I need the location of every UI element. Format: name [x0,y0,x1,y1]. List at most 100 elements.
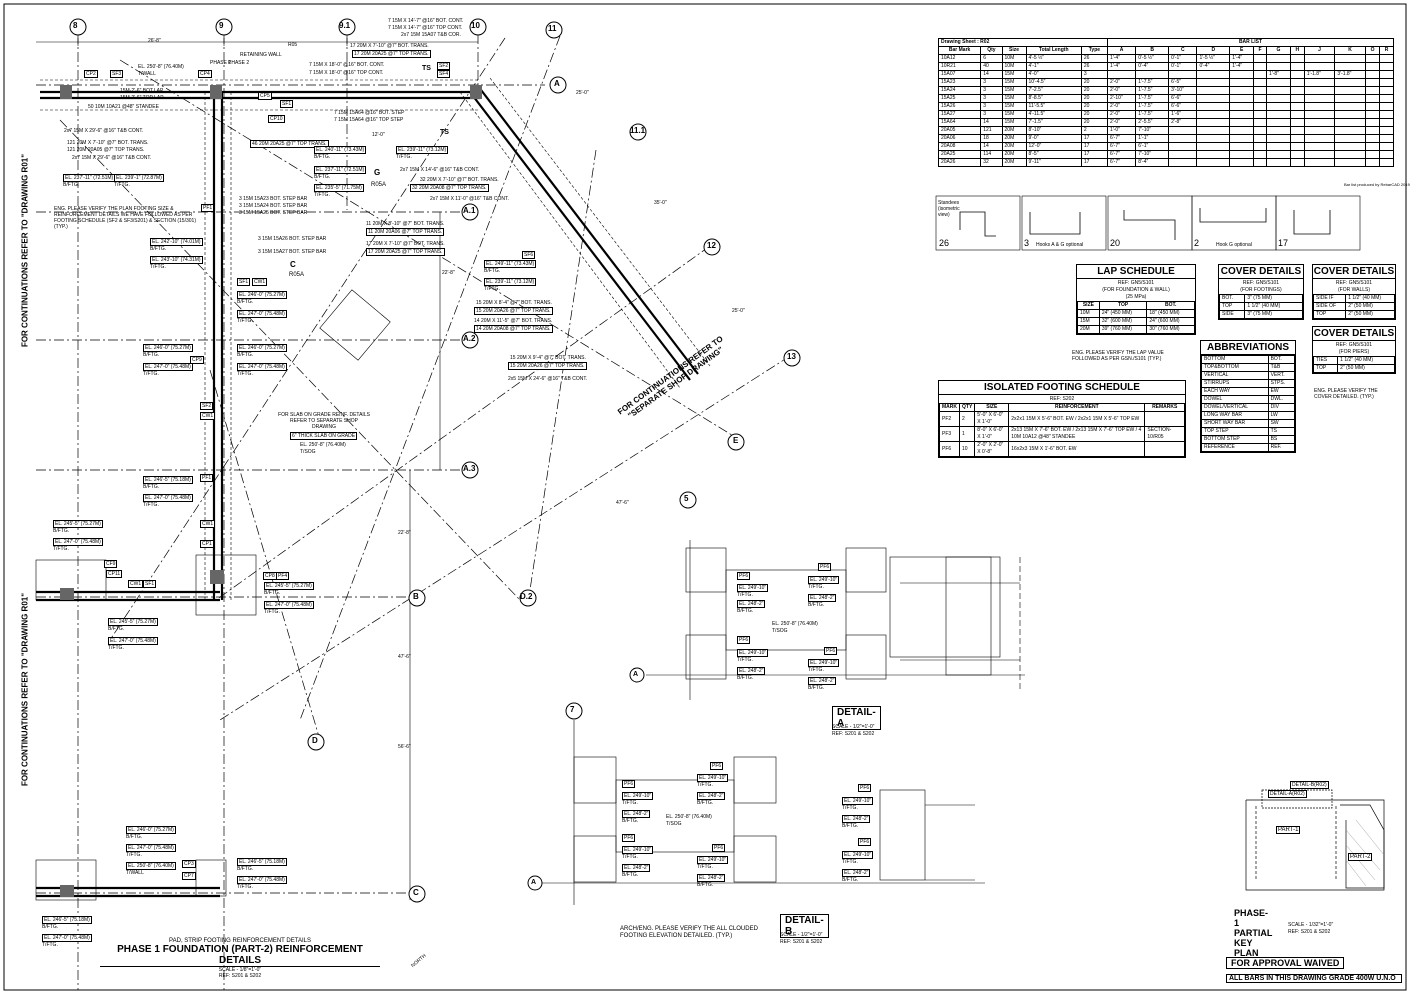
callout: 2x7 15M X 11'-0" @16" T&B CONT. [430,196,509,202]
bar-list-cell [1303,158,1336,167]
elevation: T/FTG. [237,371,253,377]
detail-tag: EL. 249'-10" [622,792,654,800]
bar-list-header: Total Length [1025,46,1082,55]
mark: SF1 [143,580,157,588]
bar-list-cell [1303,150,1336,159]
detail-tag: T/FTG. [697,782,713,788]
bar-list-cell [1253,86,1268,95]
bar-list-cell: 10R21 [937,62,982,71]
callout: 2x5 15M X 24'-6" @16" T&B CONT. [508,376,588,382]
table-cell: LW [1267,411,1296,420]
table-cell: TS [1267,427,1296,436]
detail-tag: EL. 248'-2" [842,869,871,877]
bar-list-cell [1303,54,1336,63]
bar-list-cell [1253,94,1268,103]
mark: PF1 [200,474,214,482]
bar-list-cell: 2'-10" [1106,94,1137,103]
detail-a-scale: SCALE - 1/2"=1'-0" [832,724,875,730]
key-detail-a: DETAIL-A(R02) [1268,790,1307,798]
callout: 7 15M X 18'-0" @16" TOP CONT. [309,70,384,76]
bar-list-cell: 6'-6" [1168,102,1198,111]
grid-label: 7 [570,705,575,714]
bar-list-cell [1229,102,1255,111]
bar-list-cell: 17 [1080,142,1108,151]
bar-list-cell [1334,118,1366,127]
bar-list-cell: 17 [1080,134,1108,143]
bar-list-cell: 17 [1080,150,1108,159]
bar-list-cell [1364,142,1381,151]
detail-tag: EL. 248'-2" [808,594,837,602]
callout: 2x7 15M 15A07 T&B COR. [401,32,461,38]
elevation: EL. 247'-0" (75.48M) [237,363,287,371]
bar-list-cell: 14 [980,70,1003,79]
bar-list-cell [1379,150,1394,159]
bar-list-cell [1196,102,1231,111]
callout: 15 20M 20A26 @7" TOP TRANS. [474,307,553,315]
bar-list-cell [1379,126,1394,135]
mark: SF4 [437,70,451,78]
ifs-cell: 1 [958,426,976,442]
grid-label: C [413,888,419,897]
bar-list-cell: 1'-7.5" [1135,102,1170,111]
ifs-cell: PF3 [939,426,960,442]
elevation: B/FTG. [53,528,70,534]
detail-tag: B/FTG. [842,823,859,829]
table-cell: 1 1/2" (40 MM) [1345,294,1395,303]
detail-tag: B/FTG. [697,800,714,806]
bar-list-cell [1168,126,1198,135]
bar-list-cell [1289,70,1305,79]
detail-tag: T/FTG. [622,854,638,860]
elevation: EL. 247'-0" (75.48M) [237,876,287,884]
bar-list-cell: 3 [980,78,1003,87]
ifs-header: REINFORCEMENT [1008,403,1146,412]
retaining-wall-label: RETAINING WALL [240,52,282,58]
bar-list-header: O [1364,46,1381,55]
bar-list-cell [1168,150,1198,159]
detail-tag: EL. 249'-10" [808,576,840,584]
bar-list-cell [1379,158,1394,167]
bar-list-cell [1266,142,1291,151]
bar-list-cell: 1'-7.5" [1135,78,1170,87]
bar-list-cell: 7'-10" [1135,126,1170,135]
elevation: B/FTG. [484,268,501,274]
elevation: EL. 247'-0" (75.48M) [264,601,314,609]
bar-list-cell: 1'-5 ½" [1196,54,1231,63]
callout: 14 20M 20A08 @7" TOP TRANS. [474,325,553,333]
mark: CP2 [84,70,98,78]
ifs-header: REMARKS [1144,403,1185,412]
detail-tag: T/FTG. [808,584,824,590]
callout: 15M-2'-6" BOT.LAP [120,88,164,94]
bar-list-cell: 0'-4" [1196,62,1231,71]
elevation: EL. 239'-1" (72.87M) [114,174,164,182]
key-part1: PART-1 [1276,826,1301,834]
elevation: B/FTG. [126,834,143,840]
ifs-header: MARK [939,403,960,412]
detail-tag: EL. 248'-2" [622,864,651,872]
bar-list-cell [1289,102,1305,111]
ifs-header: QTY [958,403,976,412]
bar-list-cell [1289,134,1305,143]
bar-list-cell [1266,94,1291,103]
callout: 17 20M X 7'-10" @7" BOT. TRANS. [366,241,445,247]
bar-list-cell [1266,134,1291,143]
bar-list-cell: 10M [1001,62,1027,71]
bar-list-footer: Bar list produced by RebarCAD 2019 [1344,182,1410,187]
bar-list-cell: 1'-0" [1106,126,1137,135]
elevation: T/FTG. [237,318,253,324]
drawing-title-block: PAD, STRIP FOOTING REINFORCEMENT DETAILS… [100,938,380,979]
elevation: B/FTG. [314,154,331,160]
sheet-border [3,3,1407,991]
bar-list-header: J [1303,46,1336,55]
bar-list-cell: 14 [980,142,1003,151]
bar-list-cell: 6'-6" [1168,94,1198,103]
bar-list-cell: 10A12 [937,54,982,63]
continuation-note-bottom: FOR CONTINUATIONS REFER TO "DRAWING R01" [20,592,30,787]
cover-title: COVER DETAILS [1313,266,1395,279]
